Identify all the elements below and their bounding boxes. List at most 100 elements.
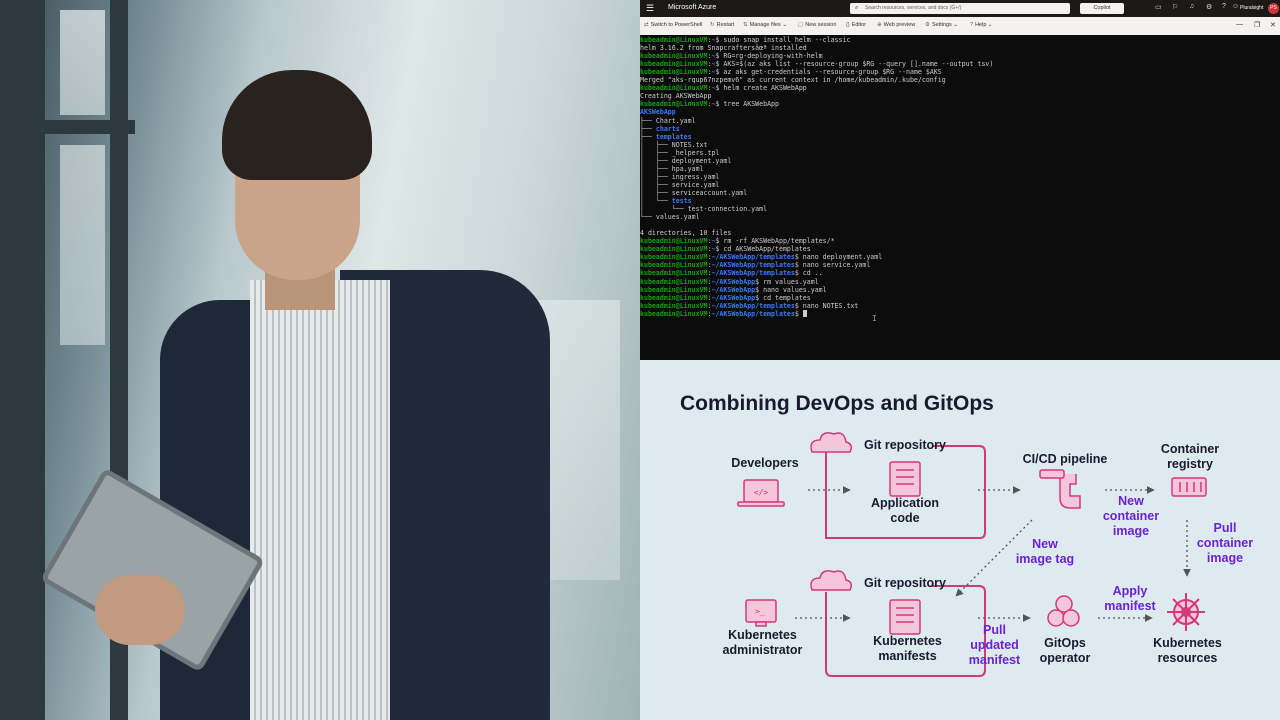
copilot-button[interactable]: Copilot: [1080, 3, 1124, 14]
command-text: $ nano service.yaml: [794, 261, 871, 270]
application-code-label: Application code: [870, 496, 940, 525]
prompt-user: kubeadmin@LinuxVM: [640, 301, 708, 310]
command-text: $ nano deployment.yaml: [794, 253, 883, 262]
presenter-photo: [0, 0, 640, 720]
prompt-path: ~/AKSWebApp/templates: [711, 261, 795, 270]
web-preview-button[interactable]: ⊕Web preview: [877, 22, 915, 28]
cloud-shell-toolbar: ⇄Switch to PowerShell ↻Restart ⇅Manage f…: [640, 17, 1280, 35]
prompt-path: ~: [711, 68, 716, 77]
terminal-line: kubeadmin@LinuxVM:~/AKSWebApp$ rm values…: [640, 277, 819, 286]
editor-icon: {}: [846, 22, 850, 28]
terminal-icon[interactable]: ▭: [1155, 4, 1162, 11]
terminal-output[interactable]: kubeadmin@LinuxVM:~$ sudo snap install h…: [640, 35, 1280, 360]
terminal-line: kubeadmin@LinuxVM:~$ helm create AKSWebA…: [640, 84, 807, 93]
laptop-icon: </>: [737, 479, 785, 507]
command-text: $ nano values.yaml: [755, 285, 827, 294]
document-icon: [889, 461, 921, 497]
files-icon: ⇅: [743, 22, 748, 28]
kubernetes-manifests-label: Kubernetes manifests: [873, 634, 942, 663]
editor-button[interactable]: {}Editor: [846, 22, 866, 28]
prompt-user: kubeadmin@LinuxVM: [640, 253, 708, 262]
new-session-icon: ▢: [798, 22, 804, 28]
azure-brand[interactable]: Microsoft Azure: [668, 4, 717, 11]
text-cursor-icon: I: [872, 314, 877, 323]
restore-icon[interactable]: ❐: [1254, 22, 1261, 29]
window-pane: [60, 10, 105, 115]
prompt-user: kubeadmin@LinuxVM: [640, 293, 708, 302]
directory-name: AKSWebApp: [640, 108, 676, 117]
help-button[interactable]: ?Help ⌄: [970, 22, 993, 28]
kubernetes-wheel-icon: [1167, 593, 1205, 631]
terminal-line: │ ├── ingress.yaml: [640, 172, 720, 181]
switch-icon: ⇄: [644, 22, 649, 28]
terminal-icon: >_: [745, 599, 777, 627]
prompt-user: kubeadmin@LinuxVM: [640, 245, 708, 254]
help-icon[interactable]: ?: [1222, 3, 1226, 10]
git-repository-label-1: Git repository: [864, 438, 946, 452]
directory-name: charts: [655, 124, 680, 133]
pull-updated-manifest-label: Pull updated manifest: [968, 623, 1021, 667]
terminal-line: kubeadmin@LinuxVM:~/AKSWebApp/templates$: [640, 309, 807, 318]
command-text: $: [794, 309, 803, 318]
cloud-icon: [810, 570, 853, 591]
prompt-path: ~/AKSWebApp/templates: [711, 253, 795, 262]
terminal-line: kubeadmin@LinuxVM:~/AKSWebApp/templates$…: [640, 269, 823, 278]
diagram-title: Combining DevOps and GitOps: [680, 392, 994, 415]
prompt-path: ~/AKSWebApp/templates: [711, 269, 795, 278]
prompt-user: kubeadmin@LinuxVM: [640, 52, 708, 61]
azure-portal: ☰ Microsoft Azure ⌕ Search resources, se…: [640, 0, 1280, 360]
directory-name: tests: [671, 197, 692, 205]
prompt-path: ~/AKSWebApp/templates: [711, 301, 795, 310]
prompt-user: kubeadmin@LinuxVM: [640, 60, 708, 69]
menu-icon[interactable]: ☰: [646, 3, 655, 13]
azure-top-bar: ☰ Microsoft Azure ⌕ Search resources, se…: [640, 0, 1280, 17]
prompt-path: ~: [711, 237, 716, 246]
web-preview-icon: ⊕: [877, 22, 882, 28]
command-text: $ nano NOTES.txt: [794, 301, 859, 310]
prompt-path: ~: [711, 52, 716, 61]
new-session-button[interactable]: ▢New session: [798, 22, 836, 28]
terminal-line: │ ├── hpa.yaml: [640, 164, 704, 173]
minimize-icon[interactable]: —: [1236, 21, 1243, 28]
terminal-line: kubeadmin@LinuxVM:~$ tree AKSWebApp: [640, 100, 779, 109]
manage-files-button[interactable]: ⇅Manage files ⌄: [743, 22, 787, 28]
restart-icon: ↻: [710, 22, 715, 28]
command-text: $ rm -rf AKSWebApp/templates/*: [715, 237, 835, 246]
gear-icon[interactable]: ⚙: [1206, 4, 1213, 11]
command-text: $ cd templates: [755, 293, 811, 302]
search-placeholder: Search resources, services, and docs (G+…: [865, 5, 962, 11]
repo-loop-top: [825, 445, 986, 539]
diagram-graphics: </> >_: [737, 432, 1207, 677]
terminal-line: │ ├── serviceaccount.yaml: [640, 188, 748, 197]
prompt-path: ~: [711, 100, 716, 109]
web-preview-label: Web preview: [883, 22, 916, 28]
bell-icon[interactable]: ♫: [1189, 3, 1195, 10]
terminal-line: ├── charts: [640, 124, 680, 133]
close-icon[interactable]: ✕: [1270, 22, 1276, 29]
prompt-path: ~/AKSWebApp: [711, 277, 756, 286]
feedback-icon[interactable]: ⚐: [1172, 4, 1179, 11]
avatar[interactable]: PS: [1268, 3, 1279, 14]
user-name[interactable]: Pluralsight: [1240, 5, 1264, 11]
terminal-line: kubeadmin@LinuxVM:~/AKSWebApp/templates$…: [640, 301, 859, 310]
gitops-operator-icon: [1047, 595, 1080, 627]
terminal-line: kubeadmin@LinuxVM:~/AKSWebApp/templates$…: [640, 261, 871, 270]
git-repository-label-2: Git repository: [864, 576, 946, 590]
command-text: $ RG=rg-deploying-with-helm: [715, 52, 823, 61]
search-icon: ⌕: [855, 5, 859, 11]
svg-text:>_: >_: [755, 607, 765, 616]
pipeline-icon: [1039, 469, 1081, 509]
settings-button[interactable]: ⚙Settings ⌄: [925, 22, 958, 28]
help-label: Help: [975, 22, 987, 28]
switch-powershell-button[interactable]: ⇄Switch to PowerShell: [644, 22, 702, 28]
shirt: [250, 280, 390, 720]
editor-label: Editor: [851, 22, 867, 28]
terminal-line: AKSWebApp: [640, 108, 676, 116]
terminal-line: │ ├── _helpers.tpl: [640, 148, 720, 157]
prompt-path: ~/AKSWebApp: [711, 293, 756, 302]
hair: [222, 70, 372, 180]
terminal-line: │ └── test-connection.yaml: [640, 205, 768, 214]
search-input[interactable]: ⌕ Search resources, services, and docs (…: [850, 3, 1070, 14]
person-icon[interactable]: ☺: [1232, 3, 1240, 10]
restart-button[interactable]: ↻Restart: [710, 22, 734, 28]
